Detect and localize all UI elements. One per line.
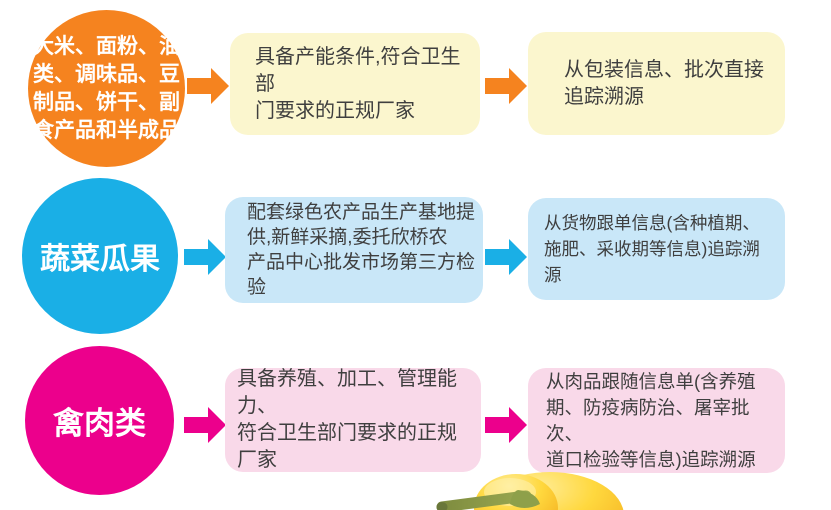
arrow-right-icon [485, 405, 527, 445]
arrow-right-icon [485, 66, 527, 106]
supplier-condition-box-staples: 具备产能条件,符合卫生部 门要求的正规厂家 [230, 33, 480, 135]
supplier-condition-box-vegetables: 配套绿色农产品生产基地提 供,新鲜采摘,委托欣桥农 产品中心批发市场第三方检 验 [225, 197, 483, 303]
traceability-box-vegetables: 从货物跟单信息(含种植期、 施肥、采收期等信息)追踪溯 源 [528, 198, 785, 300]
category-circle-poultry-meat: 禽肉类 [25, 346, 174, 495]
arrow-right-icon [187, 66, 229, 106]
arrow-right-icon [184, 405, 226, 445]
traceability-box-poultry-meat: 从肉品跟随信息单(含养殖 期、防疫病防治、屠宰批次、 道口检验等信息)追踪溯源 [528, 368, 785, 473]
traceability-box-staples: 从包装信息、批次直接 追踪溯源 [528, 32, 785, 135]
arrow-right-icon [184, 237, 226, 277]
arrow-right-icon [485, 237, 527, 277]
pepper-image [418, 466, 643, 510]
supplier-condition-box-poultry-meat: 具备养殖、加工、管理能力、 符合卫生部门要求的正规厂家 [225, 368, 481, 472]
category-circle-staples: 大米、面粉、油 类、调味品、豆 制品、饼干、副 食产品和半成品 [28, 10, 185, 167]
category-circle-vegetables: 蔬菜瓜果 [22, 178, 178, 334]
